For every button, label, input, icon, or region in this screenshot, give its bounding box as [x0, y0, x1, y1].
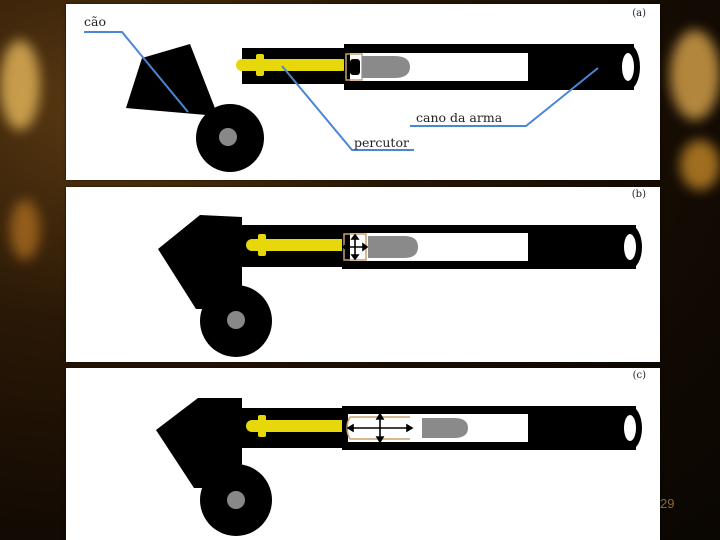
hammer-head — [156, 398, 242, 488]
hammer-pivot-pin — [227, 311, 245, 329]
bokeh-light — [0, 40, 40, 130]
firing-pin-shaft — [236, 59, 348, 71]
expansion-arrows-icon — [346, 412, 414, 444]
barrel-leader-line — [410, 67, 599, 127]
cartridge-bullet — [422, 418, 468, 438]
expansion-arrows-icon — [341, 233, 369, 261]
panel-tag: (b) — [631, 189, 646, 200]
barrel-muzzle — [624, 234, 636, 260]
bokeh-light — [10, 200, 40, 260]
hammer-pivot-pin — [227, 491, 245, 509]
firing-pin-shaft — [246, 239, 356, 251]
barrel-muzzle — [622, 53, 634, 81]
panel-tag: (a) — [632, 8, 646, 19]
bokeh-light — [670, 30, 720, 120]
panel-c: (c) — [66, 368, 660, 540]
barrel-label: cano da arma — [416, 110, 503, 125]
firing-pin-label: percutor — [354, 135, 409, 150]
cartridge-bullet — [368, 236, 418, 258]
firing-pin-shaft — [246, 420, 354, 432]
hammer-head — [126, 44, 218, 116]
firing-pin-flange — [256, 54, 264, 76]
bokeh-light — [680, 140, 720, 190]
firearm-diagram-a — [84, 31, 640, 172]
panel-a: (a) cão percutor cano da arma — [66, 4, 660, 180]
hammer-label: cão — [84, 14, 106, 29]
firearm-diagram-c — [156, 398, 642, 536]
page-number: 29 — [660, 496, 675, 511]
hammer-pivot-pin — [219, 128, 237, 146]
hammer-leader-line — [84, 31, 189, 113]
panel-tag: (c) — [632, 370, 646, 381]
firing-pin-flange — [258, 415, 266, 437]
hammer-head — [158, 215, 242, 309]
panel-b: (b) — [66, 187, 660, 362]
cartridge-primer — [350, 59, 360, 75]
barrel-muzzle — [624, 415, 636, 441]
firing-pin-leader-line — [281, 65, 414, 151]
cartridge-bullet — [362, 56, 410, 78]
firing-pin-flange — [258, 234, 266, 256]
firearm-diagram-b — [158, 215, 642, 357]
